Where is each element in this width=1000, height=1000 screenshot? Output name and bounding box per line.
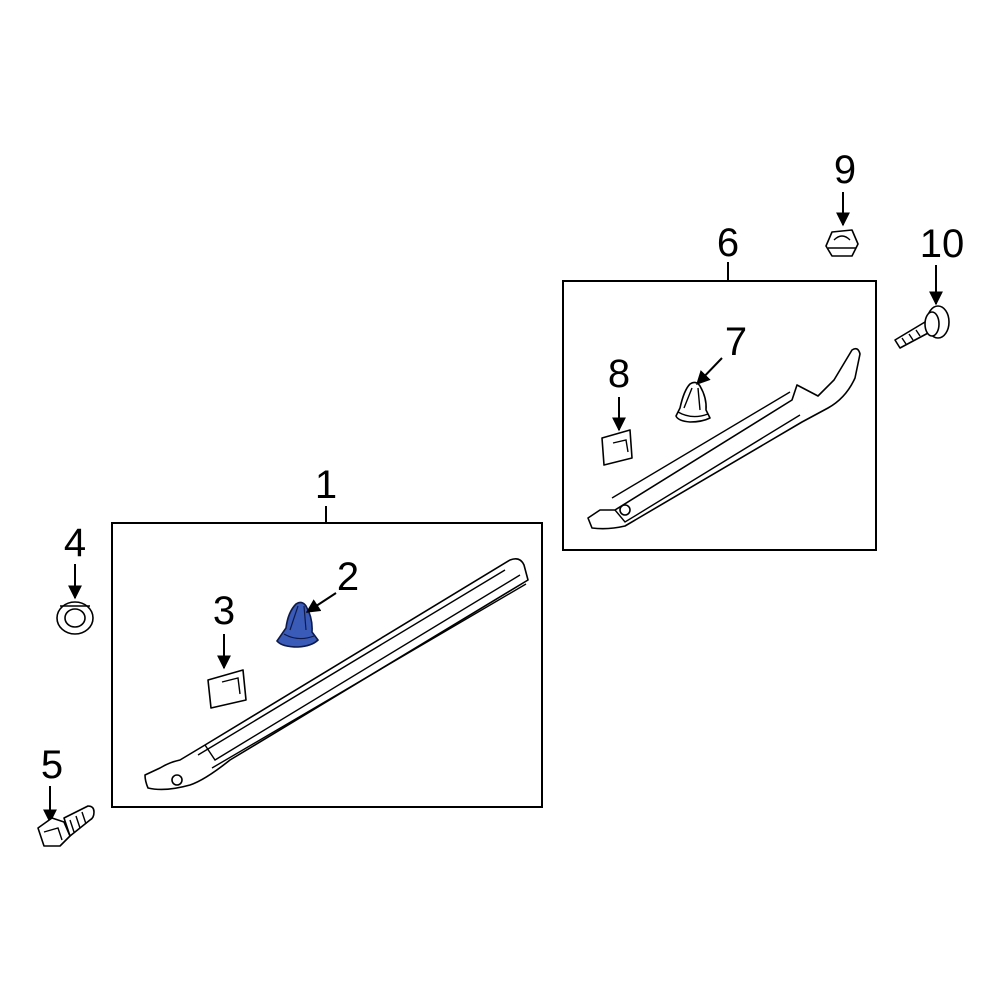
callout-5[interactable]: 5	[41, 743, 63, 787]
group-box-right	[562, 280, 877, 551]
callout-2[interactable]: 2	[337, 555, 359, 599]
callout-10[interactable]: 10	[920, 222, 965, 266]
rocker-molding-right[interactable]	[587, 347, 861, 530]
callout-2-leader	[305, 592, 337, 613]
callout-3[interactable]: 3	[213, 589, 235, 633]
callout-6[interactable]: 6	[717, 221, 739, 265]
rocker-molding-left[interactable]	[144, 558, 529, 791]
callout-4[interactable]: 4	[64, 521, 86, 565]
callout-7[interactable]: 7	[725, 320, 747, 364]
callout-1[interactable]: 1	[315, 463, 337, 507]
tape-pad-part-3[interactable]	[207, 669, 247, 709]
callout-8[interactable]: 8	[608, 352, 630, 396]
nut-part-9[interactable]	[825, 229, 859, 257]
bolt-part-5[interactable]	[37, 805, 95, 847]
clip-part-7[interactable]	[675, 381, 711, 423]
clip-part-2[interactable]	[275, 601, 320, 648]
grommet-part-4[interactable]	[56, 601, 94, 635]
callout-9[interactable]: 9	[834, 148, 856, 192]
callout-7-leader	[696, 357, 723, 386]
tape-pad-part-8[interactable]	[601, 429, 633, 466]
screw-part-10[interactable]	[894, 305, 950, 349]
